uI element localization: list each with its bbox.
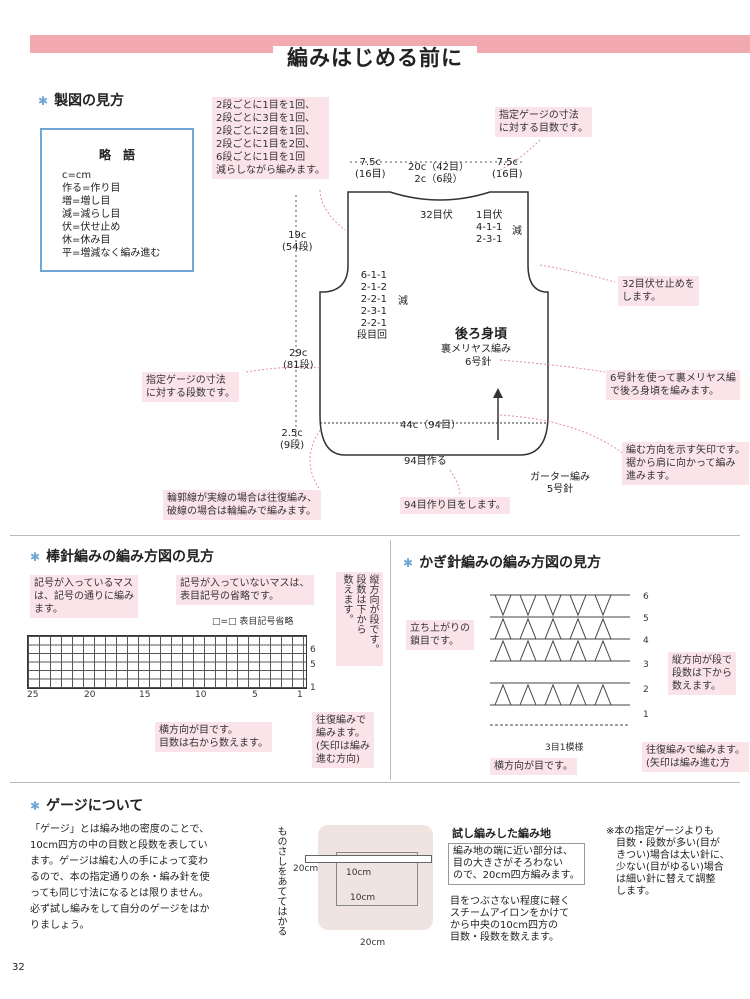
abbreviation-item: 平=増減なく編み進む	[62, 248, 161, 259]
abbreviation-item: 伏=伏せ止め	[62, 222, 121, 233]
callout-rows-count: 縦方向が段です。 段数は下から 数えます。	[336, 572, 383, 666]
star-icon: ✱	[30, 799, 41, 813]
callout-line-note: 輪郭線が実線の場合は往復編み、 破線の場合は輪編みで編みます。	[163, 490, 321, 520]
abbreviation-item: 増=増し目	[62, 196, 111, 207]
label-armhole-height: 19c (54段)	[282, 230, 313, 253]
label-hem-height: 2.5c (9段)	[280, 428, 305, 451]
callout-stitch-count: 横方向が目です。 目数は右から数えます。	[155, 722, 272, 752]
callout-flat-knit: 往復編みで 編みます。 (矢印は編み 進む方向)	[312, 712, 374, 768]
callout-neck-decrease: 2段ごとに1目を1回、 2段ごとに3目を1回、 2段ごとに2目を1回、 2段ごと…	[212, 97, 329, 179]
section-title-knit-chart: ✱棒針編みの編み方図の見方	[30, 549, 215, 565]
label-armhole-dec: 6-1-1 2-1-2 2-2-1 2-3-1 2-2-1 段目回	[357, 270, 387, 341]
row-label: 1	[643, 710, 649, 720]
star-icon: ✱	[30, 550, 41, 564]
callout-blank-rule: 記号が入っていないマスは、 表目記号の省略です。	[176, 575, 314, 605]
page-title: 編みはじめる前に	[0, 42, 750, 72]
swatch-image	[318, 825, 433, 930]
callout-needle-note: 6号針を使って裏メリヤス編 で後ろ身頃を編みます。	[606, 370, 740, 400]
gauge-body: 「ゲージ」とは編み地の密度のことで、 10cm四方の中の目数と段数を表してい ま…	[30, 824, 210, 931]
abbreviation-item: c=cm	[62, 170, 92, 181]
swatch-note-count: 目をつぶさない程度に軽く スチームアイロンをかけて から中央の10cm四方の 目…	[450, 896, 570, 943]
callout-turning-chain: 立ち上がりの 鎖目です。	[406, 620, 474, 650]
header-bar	[30, 35, 750, 53]
callout-crochet-rows: 縦方向が段で 段数は下から 数えます。	[668, 652, 736, 695]
row-label: 1	[310, 683, 316, 693]
divider	[390, 540, 391, 780]
legend-blank-symbol: □=□ 表目記号省略	[212, 617, 294, 627]
row-label: 6	[643, 592, 649, 602]
label-outer-width: 20cm	[360, 938, 386, 948]
abbreviation-box: 略 語 c=cm 作る=作り目 増=増し目 減=減らし目 伏=伏せ止め 休=休み…	[40, 128, 194, 272]
section-title-crochet-chart: ✱かぎ針編みの編み方図の見方	[403, 555, 602, 571]
label-neck-width: 20c（42目） 2c（6段）	[408, 162, 469, 185]
label-piece-name: 後ろ身頃	[455, 327, 508, 342]
label-outer-height: 20cm	[293, 864, 319, 874]
callout-cast-on: 94目作り目をします。	[400, 497, 510, 514]
abbreviation-item: 作る=作り目	[62, 183, 121, 194]
abbreviation-title: 略 語	[98, 148, 135, 162]
label-hem-width: 44c（94目）	[400, 420, 461, 431]
abbreviation-list: c=cm 作る=作り目 増=増し目 減=減らし目 伏=伏せ止め 休=休み目 平=…	[42, 169, 192, 260]
label-neck-dec: 1目伏 4-1-1 2-3-1	[476, 210, 503, 245]
callout-symbol-rule: 記号が入っているマス は、記号の通りに編み ます。	[30, 575, 138, 618]
label-shoulder-left: 7.5c (16目)	[355, 157, 386, 180]
callout-bind-off: 32目伏せ止めを します。	[618, 276, 699, 306]
label-armhole-dec-mark: 減	[398, 296, 408, 307]
section-title-gauge: ✱ゲージについて	[30, 798, 144, 814]
callout-gauge-stitches: 指定ゲージの寸法 に対する目数です。	[495, 107, 592, 137]
row-label: 5	[310, 660, 316, 670]
row-label: 6	[310, 645, 316, 655]
abbreviation-item: 休=休み目	[62, 235, 111, 246]
knit-chart-grid	[27, 635, 307, 689]
label-repeat: 3目1模様	[545, 743, 584, 753]
page-number: 32	[12, 962, 25, 973]
label-inner-width: 10cm	[350, 893, 376, 903]
swatch-title: 試し編みした編み地	[452, 827, 551, 840]
label-needle-size: 6号針	[465, 357, 492, 368]
label-inner-height: 10cm	[346, 868, 372, 878]
row-label: 4	[643, 636, 649, 646]
abbreviation-item: 減=減らし目	[62, 209, 121, 220]
ruler	[305, 855, 432, 863]
callout-gauge-rows: 指定ゲージの寸法 に対する段数です。	[142, 372, 239, 402]
blank-square-icon: □=□	[212, 617, 240, 627]
label-garter: ガーター編み 5号針	[530, 472, 590, 495]
label-ruler: ものさしをあててはかる	[275, 826, 286, 936]
section-title-schematic: ✱製図の見方	[38, 93, 125, 109]
callout-crochet-flat: 往復編みで編みます。 (矢印は編み進む方	[642, 742, 749, 772]
label-neck-dec-mark: 減	[512, 226, 522, 237]
star-icon: ✱	[38, 94, 49, 108]
label-cast-on: 94目作る	[404, 456, 447, 467]
callout-direction: 編む方向を示す矢印です。 裾から肩に向かって編み 進みます。	[622, 442, 749, 485]
label-neck-bind: 32目伏	[420, 210, 453, 221]
row-label: 2	[643, 685, 649, 695]
gauge-side-note: ※本の指定ゲージよりも 目数・段数が多い(目が きつい)場合は太い針に、 少ない…	[606, 826, 730, 897]
callout-stitch-axis: 横方向が目です。	[490, 758, 577, 775]
star-icon: ✱	[403, 556, 414, 570]
label-shoulder-right: 7.5c (16目)	[492, 157, 523, 180]
label-stitch-name: 裏メリヤス編み	[441, 344, 511, 355]
divider	[10, 782, 740, 783]
row-label: 3	[643, 660, 649, 670]
swatch-inner-square	[336, 852, 418, 906]
crochet-chart	[490, 594, 630, 726]
label-body-height: 29c (81段)	[283, 348, 314, 371]
divider	[10, 535, 740, 536]
row-label: 5	[643, 614, 649, 624]
swatch-note-edges: 編み地の端に近い部分は、 目の大きさがそろわない ので、20cm四方編みます。	[448, 843, 585, 885]
